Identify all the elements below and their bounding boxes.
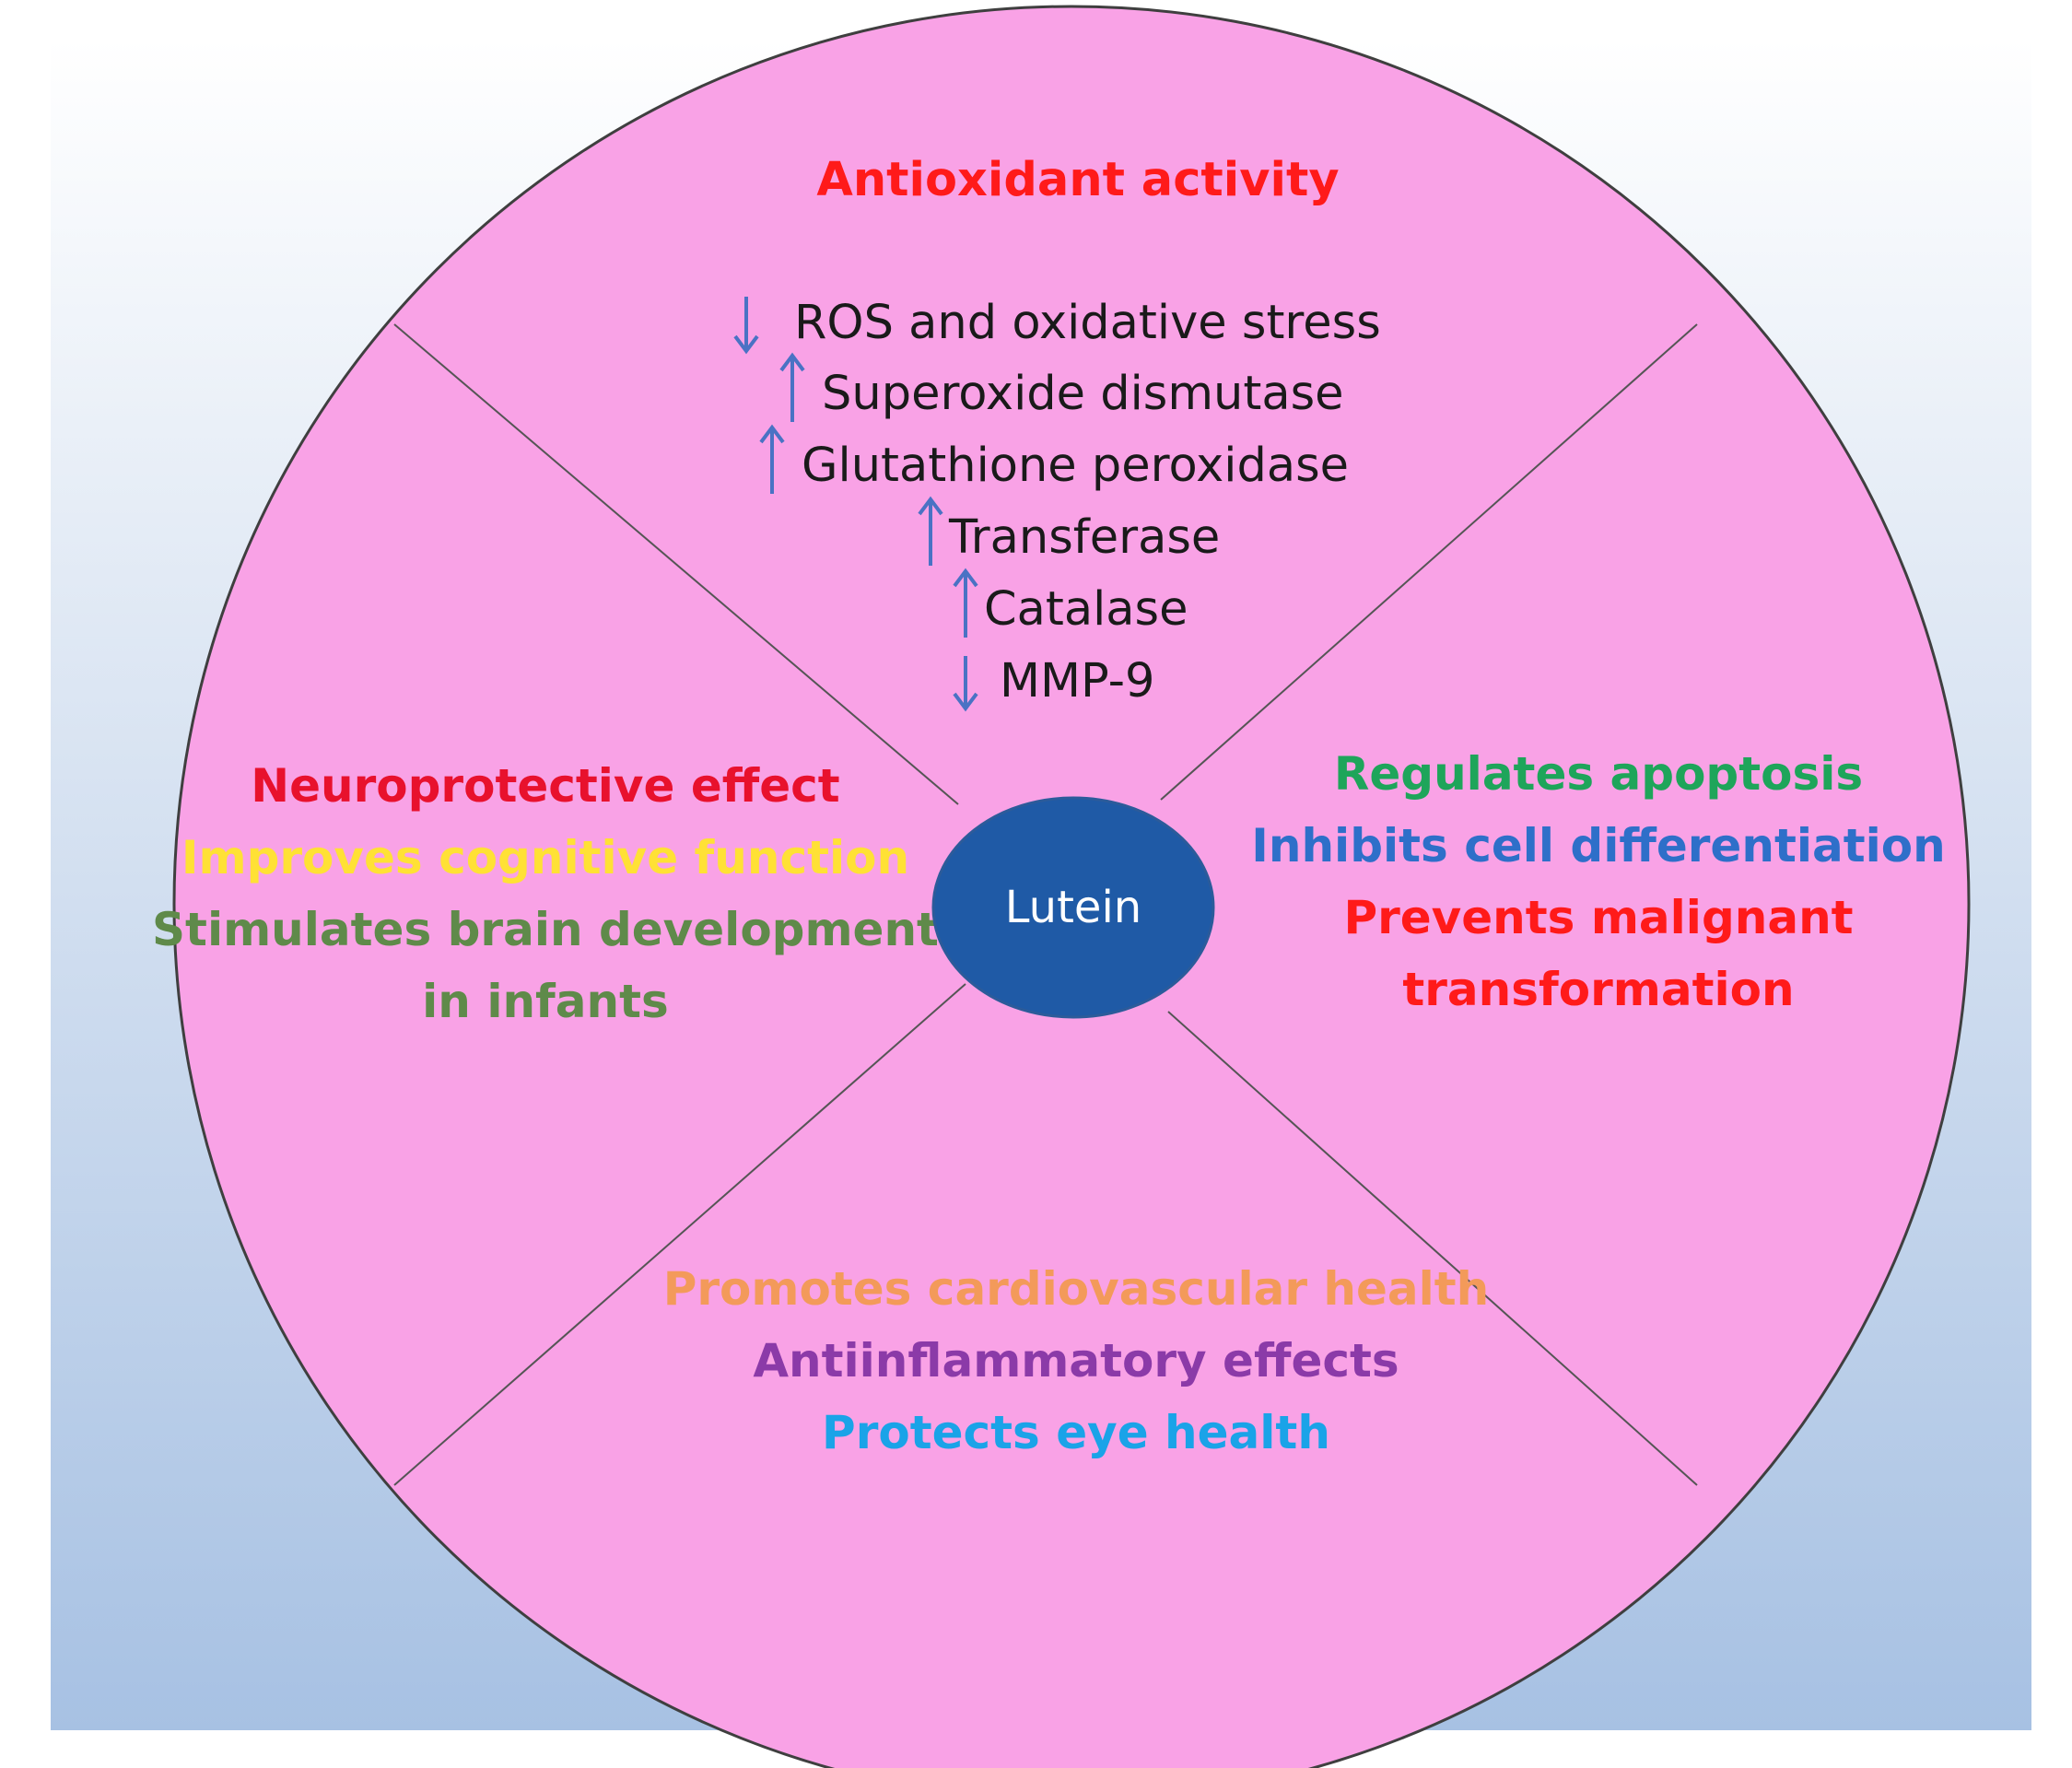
divider-top-left — [393, 323, 959, 805]
prevents-malignant-text-line2: transformation — [1402, 963, 1794, 1016]
prevents-malignant-text: Prevents malignant — [1343, 891, 1853, 944]
right-quadrant: Regulates apoptosis Inhibits cell differ… — [1251, 747, 1945, 1016]
cardiovascular-health-text: Promotes cardiovascular health — [663, 1262, 1490, 1316]
regulates-apoptosis-text: Regulates apoptosis — [1334, 747, 1863, 801]
cognitive-function-text: Improves cognitive function — [181, 831, 909, 884]
divider-top-right — [1160, 323, 1698, 801]
list-item-label: Superoxide dismutase — [822, 367, 1344, 421]
antioxidant-list: ROS and oxidative stress Superoxide dism… — [733, 296, 1381, 712]
list-item-label: ROS and oxidative stress — [794, 296, 1381, 350]
center-hub: Lutein — [931, 796, 1215, 1019]
list-item-label: MMP-9 — [1000, 654, 1155, 708]
eye-health-text: Protects eye health — [822, 1406, 1330, 1459]
bottom-quadrant: Promotes cardiovascular health Antiinfla… — [663, 1262, 1490, 1459]
list-item: MMP-9 — [953, 654, 1155, 712]
list-item: Glutathione peroxidase — [759, 424, 1349, 494]
antiinflammatory-text: Antiinflammatory effects — [753, 1334, 1399, 1387]
divider-bottom-right — [1167, 1011, 1698, 1486]
top-quadrant: Antioxidant activity ROS and oxidative s… — [733, 153, 1381, 712]
center-hub-circle — [931, 796, 1215, 1019]
list-item-label: Glutathione peroxidase — [802, 439, 1349, 493]
arrow-down-head — [953, 692, 978, 712]
antioxidant-heading: Antioxidant activity — [816, 153, 1339, 207]
arrow-down-head — [733, 334, 759, 355]
list-item: Catalase — [953, 568, 1188, 638]
arrow-up-head — [759, 424, 785, 444]
brain-development-text-line2: in infants — [422, 975, 669, 1028]
brain-development-text: Stimulates brain development — [152, 903, 939, 956]
list-item: Superoxide dismutase — [779, 352, 1344, 422]
inhibits-differentiation-text: Inhibits cell differentiation — [1251, 819, 1945, 872]
quadrant-dividers — [393, 323, 1698, 1486]
center-hub-label: Lutein — [1005, 882, 1141, 933]
arrow-up-head — [953, 568, 978, 588]
left-quadrant: Neuroprotective effect Improves cognitiv… — [152, 759, 939, 1028]
list-item: Transferase — [918, 496, 1220, 566]
arrow-up-head — [918, 496, 943, 516]
list-item-label: Catalase — [984, 582, 1188, 637]
neuroprotective-effect-text: Neuroprotective effect — [251, 759, 839, 813]
arrow-up-head — [779, 352, 805, 372]
list-item-label: Transferase — [948, 510, 1220, 565]
divider-bottom-left — [393, 983, 966, 1486]
list-item: ROS and oxidative stress — [733, 296, 1381, 355]
